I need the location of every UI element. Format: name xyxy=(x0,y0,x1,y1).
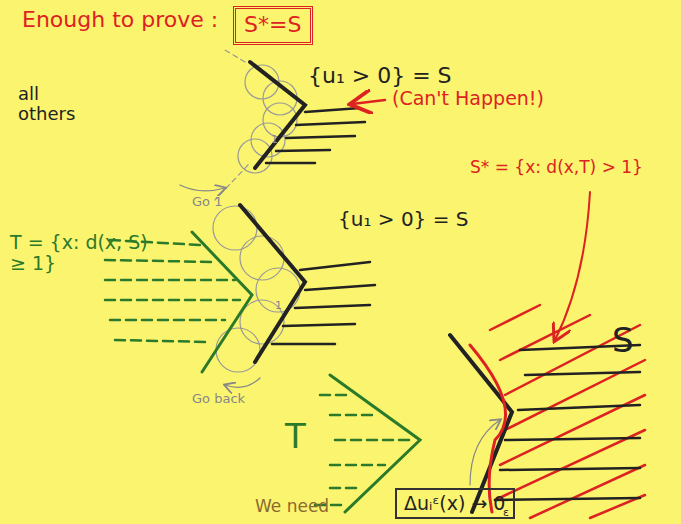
handwritten-label: all others xyxy=(18,84,88,124)
handwritten-label: (Can't Happen!) xyxy=(392,88,544,109)
boxed-formula: Δuᵢᵋ(x) → 0 xyxy=(395,488,515,519)
formula-text: S*=S xyxy=(244,13,302,37)
handwritten-label: S* = {x: d(x,T) > 1} xyxy=(470,158,643,177)
handwritten-label: {u₁ > 0} = S xyxy=(338,208,469,230)
handwritten-label: T xyxy=(285,418,306,455)
handwritten-label: We need xyxy=(255,497,329,516)
handwritten-label: Enough to prove : xyxy=(22,8,218,32)
boxed-formula: S*=S xyxy=(233,6,313,45)
handwritten-label: Go back xyxy=(192,392,245,406)
handwritten-label: ε xyxy=(503,507,509,519)
handwritten-label: Go 1 xyxy=(192,195,222,209)
handwritten-label: {u₁ > 0} = S xyxy=(308,64,452,88)
formula-text: Δuᵢᵋ(x) → 0 xyxy=(404,493,506,514)
handwritten-label: S xyxy=(612,322,634,359)
handwritten-label: T = {x: d(x, S) ≥ 1} xyxy=(10,232,160,274)
handwritten-label: 1 xyxy=(275,300,282,312)
handwritten-label: 1 xyxy=(271,134,278,146)
